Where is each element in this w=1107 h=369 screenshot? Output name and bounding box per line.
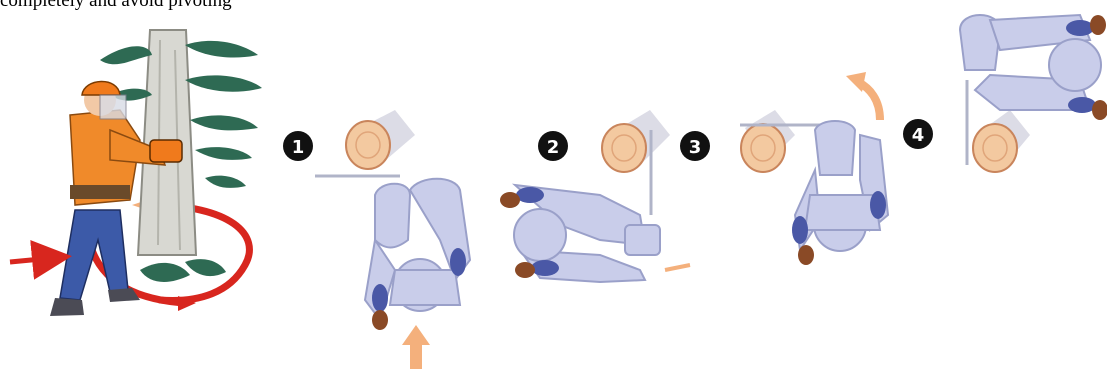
operator-topview bbox=[958, 13, 1102, 111]
step-1: 1 bbox=[283, 110, 472, 369]
step-4: 4 bbox=[903, 13, 1107, 173]
pivot-arrow-icon bbox=[146, 201, 253, 304]
log-icon bbox=[972, 110, 1030, 173]
chainsaw-icon bbox=[149, 139, 183, 163]
move-arrow-icon bbox=[402, 325, 430, 369]
log-icon bbox=[345, 110, 415, 170]
tree-foliage bbox=[100, 40, 262, 282]
step-number-1: 1 bbox=[292, 137, 305, 158]
approach-arrow-icon bbox=[9, 239, 72, 280]
step-badge-4 bbox=[903, 119, 933, 149]
lumberjack-scene bbox=[9, 29, 262, 316]
operator-topview bbox=[793, 120, 890, 253]
lumberjack-figure bbox=[50, 80, 183, 316]
log-icon bbox=[601, 110, 670, 173]
step-number-2: 2 bbox=[547, 137, 560, 158]
operator-topview bbox=[511, 183, 661, 284]
step-3: 3 bbox=[680, 72, 890, 265]
step-badge-1 bbox=[283, 131, 313, 161]
log-icon bbox=[740, 110, 795, 173]
helmet-icon bbox=[81, 80, 121, 96]
step-2: 2 bbox=[500, 110, 691, 284]
step-number-4: 4 bbox=[912, 125, 925, 146]
step-badge-2 bbox=[538, 131, 568, 161]
step-number-3: 3 bbox=[689, 137, 702, 158]
step-badge-3 bbox=[680, 131, 710, 161]
caption-text: completely and avoid pivoting bbox=[0, 0, 232, 11]
